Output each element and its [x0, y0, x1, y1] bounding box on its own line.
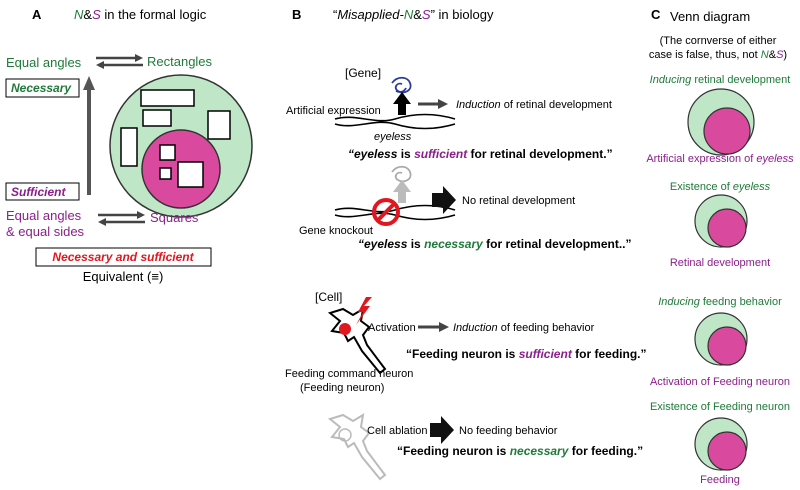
venn-4	[694, 417, 748, 471]
quote-sufficient-cell: “Feeding neuron is sufficient for feedin…	[406, 347, 646, 361]
panel-a-title: N&S in the formal logic	[74, 7, 207, 22]
panel-b-title: “Misapplied-N&S” in biology	[333, 7, 494, 22]
upregulation-arrow	[393, 92, 411, 115]
rectangles-venn	[109, 74, 253, 218]
quote-necessary-gene: “eyeless is necessary for retinal develo…	[358, 237, 632, 251]
venn1-top-label: Inducing retinal development	[650, 74, 791, 86]
equal-angles-label: Equal angles	[6, 55, 82, 70]
quote-necessary-cell: “Feeding neuron is necessary for feeding…	[397, 444, 643, 458]
feeding-neuron-label: (Feeding neuron)	[300, 382, 384, 394]
artificial-expression-label: Artificial expression	[286, 105, 381, 117]
sufficient-label: Sufficient	[11, 185, 66, 199]
venn1-bottom-label: Artificial expression of eyeless	[646, 153, 794, 165]
implication-arrow	[83, 76, 95, 195]
squares-label: Squares	[150, 210, 199, 225]
necessary-label: Necessary	[11, 81, 72, 95]
quote-sufficient-gene: “eyeless is sufficient for retinal devel…	[348, 147, 613, 161]
protein-icon	[391, 76, 412, 94]
panel-c-letter: C	[651, 7, 661, 22]
cell-header: [Cell]	[315, 290, 342, 304]
equivalence-arrow-bottom	[98, 211, 145, 226]
panel-c: C Venn diagram (The cornverse of either …	[646, 7, 794, 486]
neuron-icon	[327, 307, 387, 375]
no-retinal-label: No retinal development	[462, 195, 575, 207]
venn4-bottom-label: Feeding	[700, 474, 740, 486]
panel-a-letter: A	[32, 7, 42, 22]
eyeless-gene-label: eyeless	[374, 131, 412, 143]
venn2-top-label: Existence of eyeless	[670, 181, 771, 193]
panel-b-letter: B	[292, 7, 301, 22]
necessary-and-sufficient-label: Necessary and sufficient	[52, 250, 194, 264]
dna-strand-1	[334, 113, 456, 130]
feeding-command-neuron-label: Feeding command neuron	[285, 368, 413, 380]
induction-retinal-label: Induction of retinal development	[456, 99, 612, 111]
venn-1	[687, 88, 755, 156]
panel-c-note-line2: case is false, thus, not N&S)	[649, 49, 787, 61]
venn-2	[694, 194, 748, 248]
panel-c-title: Venn diagram	[670, 9, 750, 24]
panel-a: A N&S in the formal logic Equal angles R…	[5, 7, 253, 284]
activation-label: Activation	[368, 322, 416, 334]
neuron-icon-gray	[327, 413, 387, 481]
induction-arrow-1	[418, 99, 448, 109]
gene-header: [Gene]	[345, 66, 381, 80]
protein-icon-gray	[391, 165, 412, 183]
rectangles-label: Rectangles	[147, 54, 213, 69]
blocked-arrow-gray	[393, 180, 411, 203]
venn3-top-label: Inducing feedng behavior	[658, 296, 782, 308]
venn2-bottom-label: Retinal development	[670, 257, 770, 269]
lightning-icon	[356, 297, 372, 325]
cell-ablation-label: Cell ablation	[367, 425, 428, 437]
gene-knockout-label: Gene knockout	[299, 225, 373, 237]
panel-c-note-line1: (The cornverse of either	[660, 35, 777, 47]
induction-feeding-label: Induction of feeding behavior	[453, 322, 595, 334]
venn3-bottom-label: Activation of Feeding neuron	[650, 376, 790, 388]
equal-angles-sides-line2: & equal sides	[6, 224, 85, 239]
venn-3	[694, 312, 748, 366]
panel-b: B “Misapplied-N&S” in biology [Gene] Art…	[285, 7, 646, 481]
big-arrow-2	[430, 416, 454, 444]
big-arrow-1	[432, 186, 456, 214]
venn4-top-label: Existence of Feeding neuron	[650, 401, 790, 413]
no-feeding-label: No feeding behavior	[459, 425, 558, 437]
equivalent-label: Equivalent (≡)	[83, 269, 164, 284]
induction-arrow-2	[418, 322, 449, 332]
prohibition-icon	[372, 198, 400, 226]
equal-angles-sides-line1: Equal angles	[6, 208, 82, 223]
equivalence-arrow-top	[96, 54, 143, 69]
